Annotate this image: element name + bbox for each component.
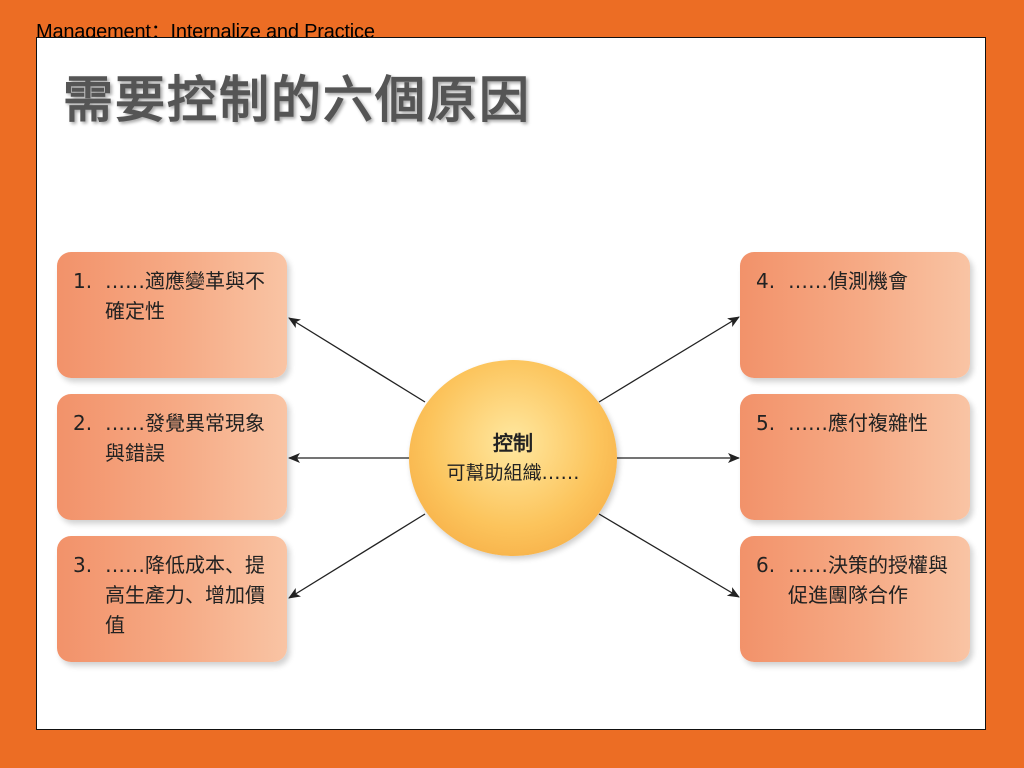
- arrow-to-reason-3: [288, 513, 426, 599]
- arrow-to-reason-1: [288, 317, 426, 403]
- reason-box-2: 2. ……發覺異常現象與錯誤: [57, 394, 287, 520]
- reason-text: ……適應變革與不確定性: [105, 269, 265, 323]
- reason-number: 2.: [73, 411, 93, 435]
- center-control-circle: 控制 可幫助組織……: [409, 360, 617, 556]
- reason-text: ……應付複雜性: [788, 411, 928, 435]
- reason-text: ……決策的授權與促進團隊合作: [788, 553, 948, 607]
- reason-text: ……偵測機會: [788, 269, 908, 293]
- reason-box-4: 4. ……偵測機會: [740, 252, 970, 378]
- reason-text: ……降低成本、提高生產力、增加價值: [105, 553, 265, 637]
- slide: 需要控制的六個原因 1. ……適應變革與不確定性 2. ……發覺異常現象與錯誤 …: [36, 37, 986, 730]
- reason-box-5: 5. ……應付複雜性: [740, 394, 970, 520]
- reason-number: 5.: [756, 411, 776, 435]
- center-subtitle: 可幫助組織……: [446, 462, 580, 484]
- reason-number: 4.: [756, 269, 776, 293]
- slide-title: 需要控制的六個原因: [63, 71, 531, 129]
- reason-number: 3.: [73, 553, 93, 577]
- reason-box-3: 3. ……降低成本、提高生產力、增加價值: [57, 536, 287, 662]
- arrows-layer: [288, 316, 740, 599]
- reason-box-6: 6. ……決策的授權與促進團隊合作: [740, 536, 970, 662]
- center-title: 控制: [493, 431, 533, 455]
- reason-number: 6.: [756, 553, 776, 577]
- reason-number: 1.: [73, 269, 93, 293]
- reason-text: ……發覺異常現象與錯誤: [105, 411, 265, 465]
- arrow-to-reason-6: [598, 513, 740, 598]
- arrow-to-reason-4: [598, 316, 740, 403]
- reason-box-1: 1. ……適應變革與不確定性: [57, 252, 287, 378]
